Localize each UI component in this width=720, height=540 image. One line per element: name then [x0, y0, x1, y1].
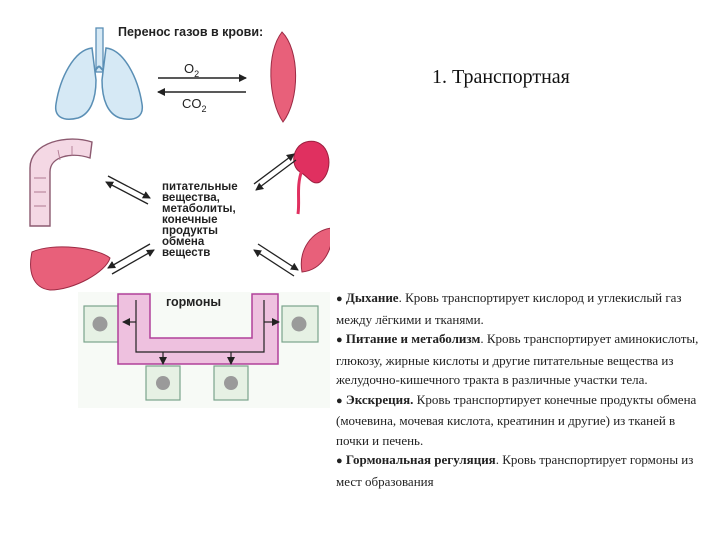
- slide-title: 1. Транспортная: [432, 66, 570, 88]
- cell-icon: [281, 305, 319, 343]
- o2-label: O: [184, 61, 194, 76]
- center-label-line: метаболиты,: [162, 203, 236, 215]
- center-label-line: вещества,: [162, 192, 220, 204]
- svg-text:питательные вещества,: питательные вещества, метаболиты, конечн…: [162, 181, 241, 259]
- item-heading: Экскреция.: [345, 391, 414, 407]
- hormone-flow-arrows: [122, 300, 280, 365]
- liver-icon: [30, 246, 111, 291]
- bullet-icon: ●: [336, 455, 343, 467]
- cell-icon: [145, 365, 181, 401]
- nutrient-arrows: [105, 153, 299, 277]
- co2-label: CO: [182, 96, 202, 111]
- item-heading: Гормональная регуляция: [345, 452, 496, 467]
- svg-text:O2: O2: [184, 61, 199, 79]
- center-label-line: веществ: [162, 247, 210, 259]
- bullet-icon: ●: [336, 334, 343, 346]
- center-label-line: конечные: [162, 214, 218, 226]
- gas-transfer-header: Перенос газов в крови:: [118, 25, 263, 39]
- kidney-icon: [293, 140, 330, 215]
- co2-subscript: 2: [202, 104, 207, 114]
- item-heading: Питание и метаболизм: [345, 331, 481, 346]
- center-label-line: обмена: [162, 236, 205, 248]
- list-item: ● Гормональная регуляция. Кровь транспор…: [336, 450, 708, 491]
- bullet-icon: ●: [336, 394, 343, 407]
- o2-subscript: 2: [194, 69, 199, 79]
- intestine-icon: [29, 138, 93, 227]
- muscle-tissue-icon: [300, 227, 330, 273]
- muscle-tissue-icon: [270, 31, 297, 123]
- description-text: ● Дыхание. Кровь транспортирует кислород…: [336, 288, 708, 491]
- item-text: . Кровь транспортирует кислород и углеки…: [336, 290, 682, 327]
- center-label-line: продукты: [162, 225, 218, 237]
- center-label-line: питательные: [162, 181, 238, 193]
- list-item: ● Дыхание. Кровь транспортирует кислород…: [336, 288, 708, 329]
- item-text: . Кровь транспортирует гормоны из мест о…: [336, 452, 694, 489]
- list-item: ● Экскреция. Кровь транспортирует конечн…: [336, 390, 708, 451]
- cell-icon: [213, 365, 249, 401]
- list-item: ● Питание и метаболизм. Кровь транспорти…: [336, 329, 708, 390]
- item-text: Кровь транспортирует конечные продукты о…: [336, 391, 697, 448]
- item-heading: Дыхание: [345, 290, 399, 305]
- cell-icon: [83, 305, 121, 343]
- transport-diagram: Перенос газов в крови: O2 CO2 питательны…: [29, 25, 330, 408]
- blood-vessel-icon: [117, 293, 279, 365]
- lungs-icon: [54, 27, 144, 120]
- item-text: . Кровь транспортирует аминокислоты, глю…: [336, 331, 699, 387]
- hormones-label: гормоны: [166, 295, 221, 309]
- svg-text:CO2: CO2: [182, 96, 207, 114]
- bullet-icon: ●: [336, 293, 343, 305]
